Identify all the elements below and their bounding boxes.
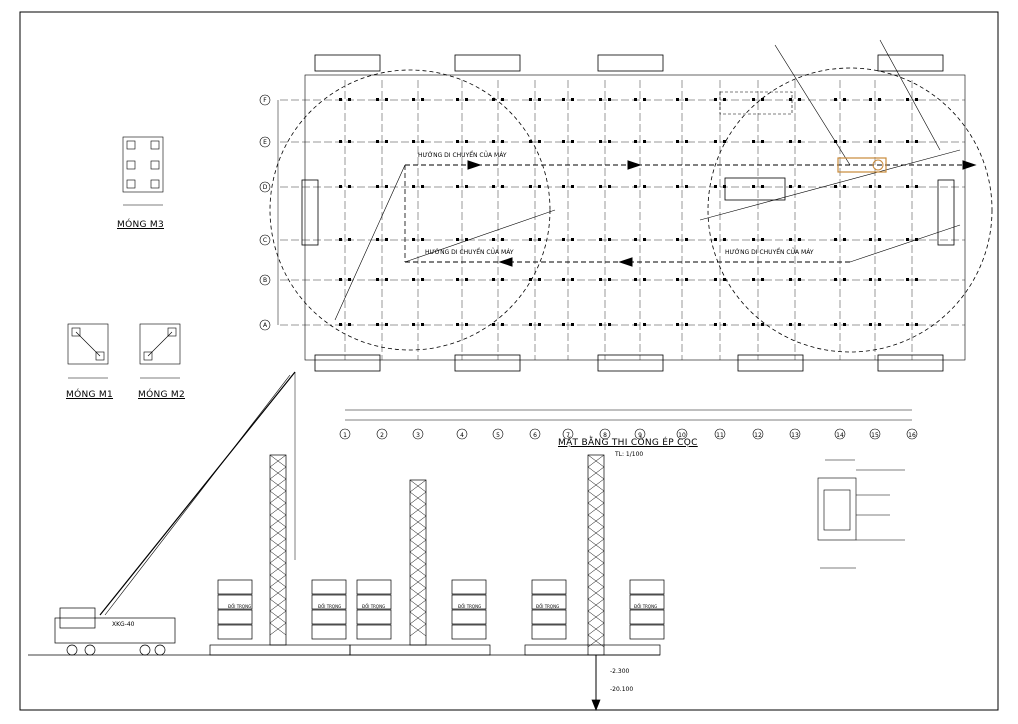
foundation-m3-label: MÓNG M3 [117,220,165,230]
grid-letter: E [263,139,267,146]
plan-scale: TL: 1/100 [615,451,644,458]
grid-number: 13 [791,432,799,439]
grid-number: 7 [566,432,570,439]
direction-label-2: HƯỚNG DI CHUYỂN CỦA MÁY [425,249,514,256]
foundation-m1-label: MÓNG M1 [66,390,114,400]
block-label-3: ĐỐI TRỌNG [362,604,386,609]
block-label-1: ĐỐI TRỌNG [228,604,252,609]
level-1: -2.300 [610,668,630,675]
grid-number: 8 [603,432,607,439]
block-label-2: ĐỐI TRỌNG [318,604,342,609]
level-2: -20.100 [610,686,634,693]
grid-number: 12 [754,432,762,439]
grid-number: 9 [638,432,642,439]
grid-number: 16 [908,432,916,439]
crane-label: XKG-40 [112,621,135,628]
block-label-4: ĐỐI TRỌNG [458,604,482,609]
block-label-5: ĐỐI TRỌNG [536,604,560,609]
grid-number: 5 [496,432,500,439]
direction-label-1: HƯỚNG DI CHUYỂN CỦA MÁY [418,152,507,159]
plan-title: MẶT BẰNG THI CÔNG ÉP CỌC [558,438,698,448]
top-pallets [314,54,944,72]
grid-letter: F [263,97,267,104]
grid-number: 4 [460,432,464,439]
foundation-m1 [67,323,109,379]
grid-number: 15 [871,432,879,439]
grid-number: 1 [343,432,347,439]
grid-letter: A [263,322,268,329]
grid-number: 2 [380,432,384,439]
foundation-m2-label: MÓNG M2 [138,390,186,400]
grid-number: 14 [836,432,844,439]
foundation-m3 [122,136,164,206]
grid-number: 6 [533,432,537,439]
block-label-6: ĐỐI TRỌNG [634,604,658,609]
grid-letter: D [263,184,268,191]
elevation-view [28,371,665,711]
section-detail [817,459,905,569]
bottom-pallets [314,354,944,372]
foundation-m2 [139,323,181,379]
grid-letter: C [263,237,267,244]
grid-number: 3 [416,432,420,439]
grid-number: 11 [716,432,724,439]
direction-label-3: HƯỚNG DI CHUYỂN CỦA MÁY [725,249,814,256]
sheet-border [19,11,999,711]
grid-letter: B [263,277,267,284]
grid-number: 10 [678,432,686,439]
